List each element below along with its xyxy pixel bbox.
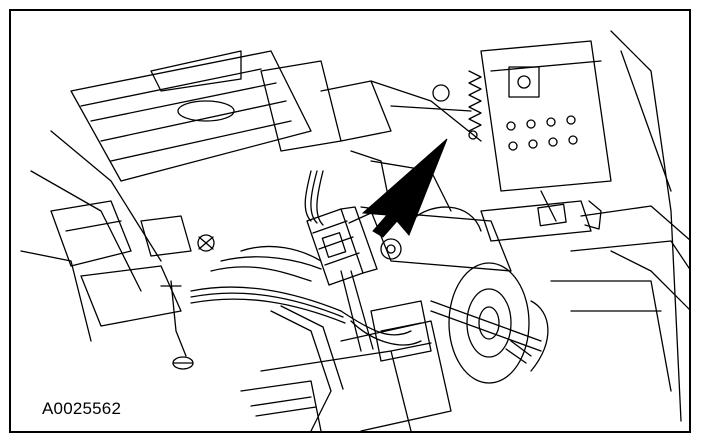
dashboard-panel (30, 50, 312, 292)
lower-plate (240, 300, 452, 431)
return-spring (432, 70, 482, 140)
pedal-arm (270, 270, 374, 431)
left-bracket (20, 200, 215, 342)
callout-arrow-icon (361, 138, 448, 238)
line-drawing (20, 30, 689, 431)
steering-shaft (370, 206, 549, 384)
leader-line (348, 212, 372, 224)
lower-left-bolt (160, 280, 194, 370)
lower-right-panel (550, 250, 689, 392)
right-bracket (480, 190, 689, 270)
electrical-connector (306, 206, 378, 286)
figure-frame: A0025562 (9, 9, 691, 433)
figure-id-label: A0025562 (42, 399, 122, 418)
mounting-plate (480, 30, 682, 422)
